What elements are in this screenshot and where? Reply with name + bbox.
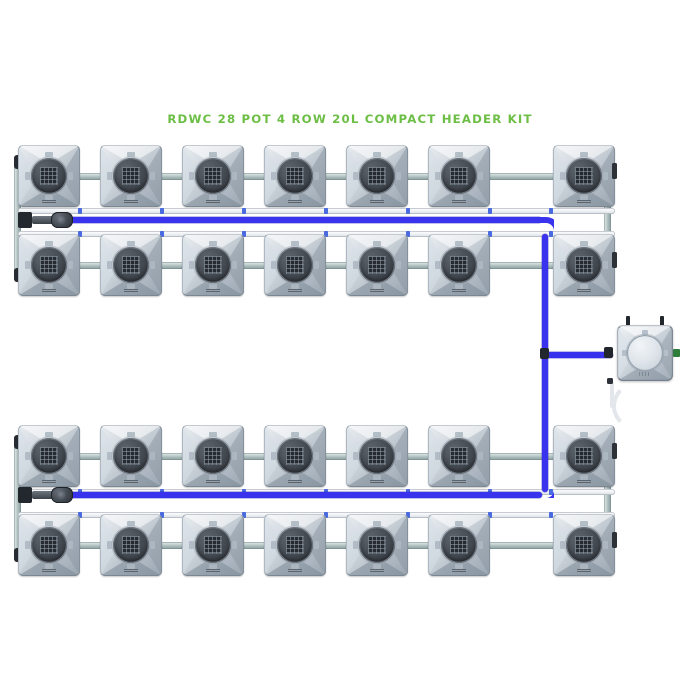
- row-1-header-pipe: [18, 208, 615, 214]
- header-stub: [242, 231, 246, 237]
- pot-24[interactable]: [182, 514, 244, 576]
- header-stub: [488, 231, 492, 237]
- pot-1[interactable]: [18, 145, 80, 207]
- header-stub: [324, 512, 328, 518]
- rail-cap-upper-bottom: [14, 268, 21, 282]
- green-outlet-port: [673, 349, 680, 357]
- drain-hose-segment: [610, 382, 614, 408]
- blue-line-corner-upper: [530, 217, 554, 241]
- header-stub: [78, 512, 82, 518]
- pot-2[interactable]: [100, 145, 162, 207]
- pot-16[interactable]: [100, 425, 162, 487]
- header-stub: [242, 512, 246, 518]
- header-stub: [406, 512, 410, 518]
- pot-12[interactable]: [346, 234, 408, 296]
- header-stub: [488, 512, 492, 518]
- inlet-valve-fitting-lower[interactable]: [18, 487, 76, 503]
- module-tab-left: [622, 350, 627, 356]
- header-stub: [549, 208, 553, 214]
- blue-supply-line-upper: [70, 217, 542, 223]
- header-stub: [160, 231, 164, 237]
- blue-supply-line-vertical: [542, 234, 548, 492]
- pot-25[interactable]: [264, 514, 326, 576]
- module-tab-top: [642, 330, 648, 335]
- pot-port-nub: [612, 252, 617, 268]
- header-stub: [242, 208, 246, 214]
- pot-10[interactable]: [182, 234, 244, 296]
- module-post-left: [626, 316, 630, 327]
- module-post-right: [660, 316, 664, 327]
- pot-4[interactable]: [264, 145, 326, 207]
- header-stub: [160, 208, 164, 214]
- header-stub: [406, 231, 410, 237]
- pot-7[interactable]: [553, 145, 615, 207]
- pot-26[interactable]: [346, 514, 408, 576]
- left-rail-lower: [14, 440, 21, 562]
- pot-22[interactable]: [18, 514, 80, 576]
- pot-8[interactable]: [18, 234, 80, 296]
- drain-hose-clip: [607, 378, 613, 384]
- pot-3[interactable]: [182, 145, 244, 207]
- module-lid: [627, 335, 663, 371]
- pot-port-nub: [612, 532, 617, 548]
- right-rail-upper: [604, 160, 611, 282]
- pot-17[interactable]: [182, 425, 244, 487]
- blue-supply-line-lower: [70, 492, 542, 498]
- pot-5[interactable]: [346, 145, 408, 207]
- pot-28[interactable]: [553, 514, 615, 576]
- pot-27[interactable]: [428, 514, 490, 576]
- header-stub: [549, 512, 553, 518]
- right-rail-lower: [604, 440, 611, 562]
- pot-20[interactable]: [428, 425, 490, 487]
- pot-9[interactable]: [100, 234, 162, 296]
- header-stub: [488, 208, 492, 214]
- rail-cap-upper-top: [14, 155, 21, 169]
- header-stub: [406, 208, 410, 214]
- header-stub: [78, 231, 82, 237]
- blue-supply-line-to-module: [545, 352, 613, 358]
- pot-6[interactable]: [428, 145, 490, 207]
- pot-14[interactable]: [553, 234, 615, 296]
- module-tab-right: [663, 350, 668, 356]
- pot-19[interactable]: [346, 425, 408, 487]
- pot-18[interactable]: [264, 425, 326, 487]
- pot-11[interactable]: [264, 234, 326, 296]
- pot-13[interactable]: [428, 234, 490, 296]
- tube-junction-block: [540, 348, 549, 359]
- pot-23[interactable]: [100, 514, 162, 576]
- header-stub: [160, 512, 164, 518]
- module-tab-bottom: [639, 372, 651, 376]
- header-stub: [324, 208, 328, 214]
- pot-21[interactable]: [553, 425, 615, 487]
- rail-cap-lower-top: [14, 435, 21, 449]
- inlet-valve-fitting-upper[interactable]: [18, 212, 76, 228]
- page-title: RDWC 28 POT 4 ROW 20L COMPACT HEADER KIT: [167, 112, 533, 126]
- module-inlet-port: [604, 347, 613, 358]
- drain-hose: [612, 382, 660, 430]
- header-stub: [324, 231, 328, 237]
- pot-port-nub: [612, 163, 617, 179]
- left-rail-upper: [14, 160, 21, 282]
- pot-15[interactable]: [18, 425, 80, 487]
- pot-port-nub: [612, 443, 617, 459]
- header-stub: [78, 208, 82, 214]
- rail-cap-lower-bottom: [14, 548, 21, 562]
